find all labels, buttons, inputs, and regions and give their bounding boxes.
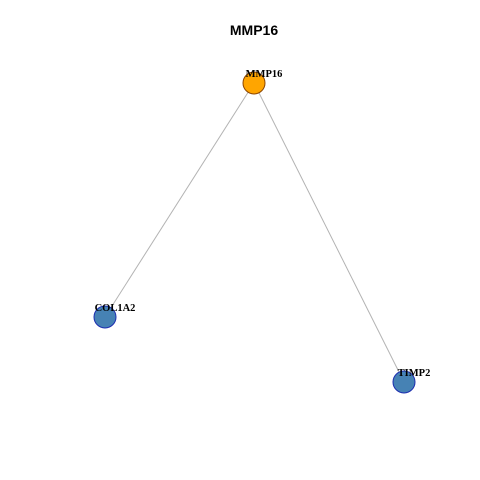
edges-layer (104, 82, 405, 383)
node-mmp16: MMP16 (242, 69, 283, 95)
node-label-timp2: TIMP2 (398, 368, 431, 379)
node-label-col1a2: COL1A2 (95, 303, 136, 314)
node-label-mmp16: MMP16 (246, 69, 283, 80)
node-col1a2: COL1A2 (93, 303, 136, 329)
node-timp2: TIMP2 (392, 368, 431, 394)
edge-mmp16-col1a2 (104, 82, 255, 318)
diagram-title: MMP16 (230, 22, 278, 38)
node-circle-mmp16 (242, 71, 266, 95)
node-circle-col1a2 (93, 305, 117, 329)
edge-mmp16-timp2 (253, 82, 405, 383)
node-circle-timp2 (392, 370, 416, 394)
